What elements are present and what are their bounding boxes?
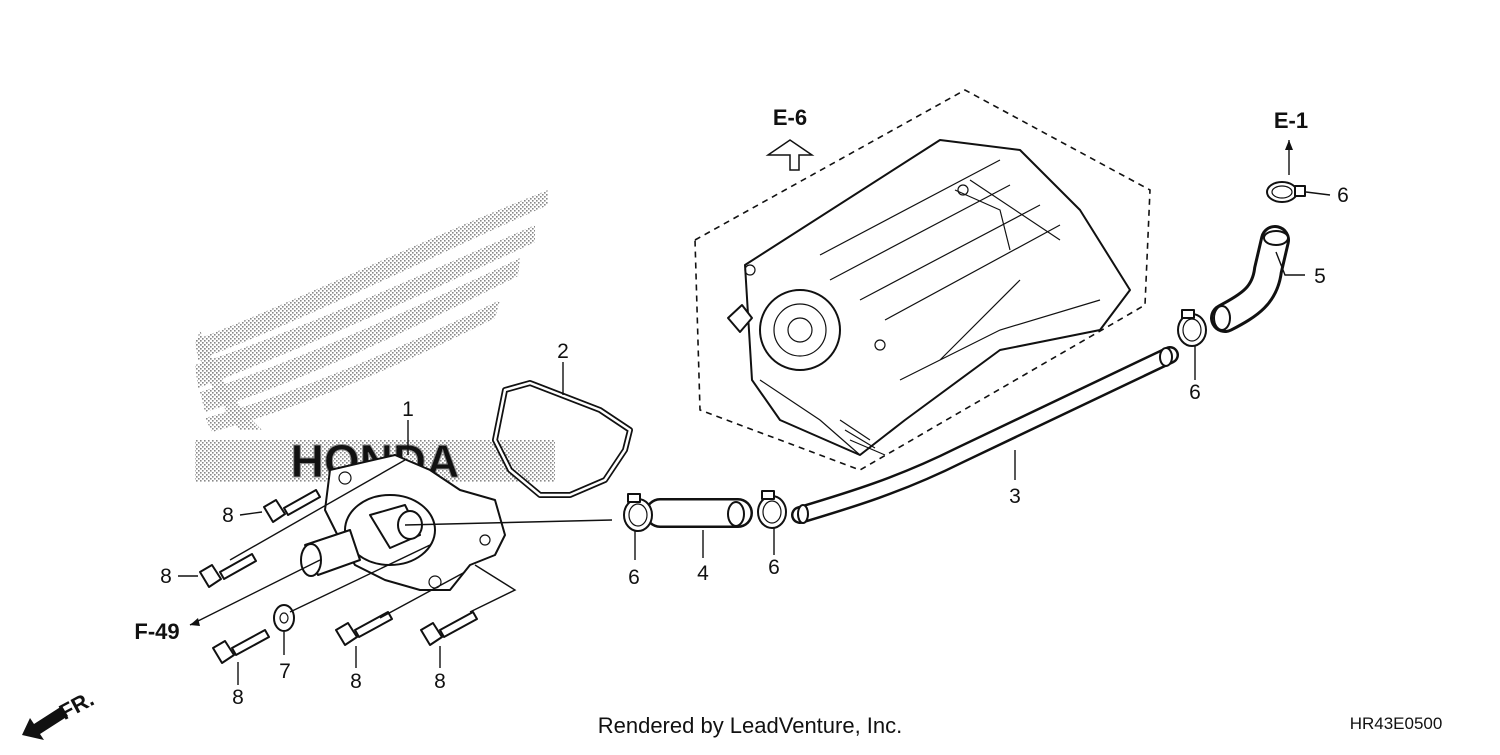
callout-6b: 6 (768, 556, 780, 579)
front-arrow-icon (22, 706, 68, 740)
pump-cover-gasket (492, 380, 633, 498)
elbow-hose (1210, 225, 1290, 333)
callout-6c: 6 (1189, 381, 1201, 404)
callout-1: 1 (402, 398, 414, 421)
bolt-d (335, 611, 393, 646)
callout-7: 7 (279, 660, 291, 683)
callout-6d: 6 (1337, 184, 1349, 207)
bolt-a (263, 489, 321, 523)
ref-e1: E-1 (1274, 108, 1308, 133)
callout-2: 2 (557, 340, 569, 363)
bolt-e (420, 611, 478, 646)
hose-clamp-c (1177, 309, 1207, 347)
short-hose (645, 498, 753, 528)
bolt-c (212, 629, 270, 664)
callout-6a: 6 (628, 566, 640, 589)
render-credit: Rendered by LeadVenture, Inc. (598, 713, 903, 738)
callout-8a: 8 (222, 504, 234, 527)
ref-e6: E-6 (773, 105, 807, 130)
callout-3: 3 (1009, 485, 1021, 508)
callout-8b: 8 (160, 565, 172, 588)
diagram-code: HR43E0500 (1350, 714, 1443, 733)
hose-clamp-d (1266, 181, 1306, 203)
callout-4: 4 (697, 562, 709, 585)
engine-case-outline (694, 89, 1151, 471)
callout-8d: 8 (350, 670, 362, 693)
ref-f49: F-49 (134, 619, 179, 644)
sealing-washer (273, 604, 295, 632)
engine-case (727, 139, 1131, 456)
bolt-b (199, 553, 257, 588)
hose-clamp-b (757, 490, 787, 529)
honda-wing-watermark: HONDA (195, 190, 555, 488)
hose-clamp-a (623, 493, 653, 532)
callout-8e: 8 (434, 670, 446, 693)
callout-5: 5 (1314, 265, 1326, 288)
up-arrow-icon (765, 139, 815, 171)
leader-lines (178, 140, 1331, 685)
water-pipe (791, 346, 1179, 524)
callout-8c: 8 (232, 686, 244, 709)
water-pump (300, 454, 506, 591)
